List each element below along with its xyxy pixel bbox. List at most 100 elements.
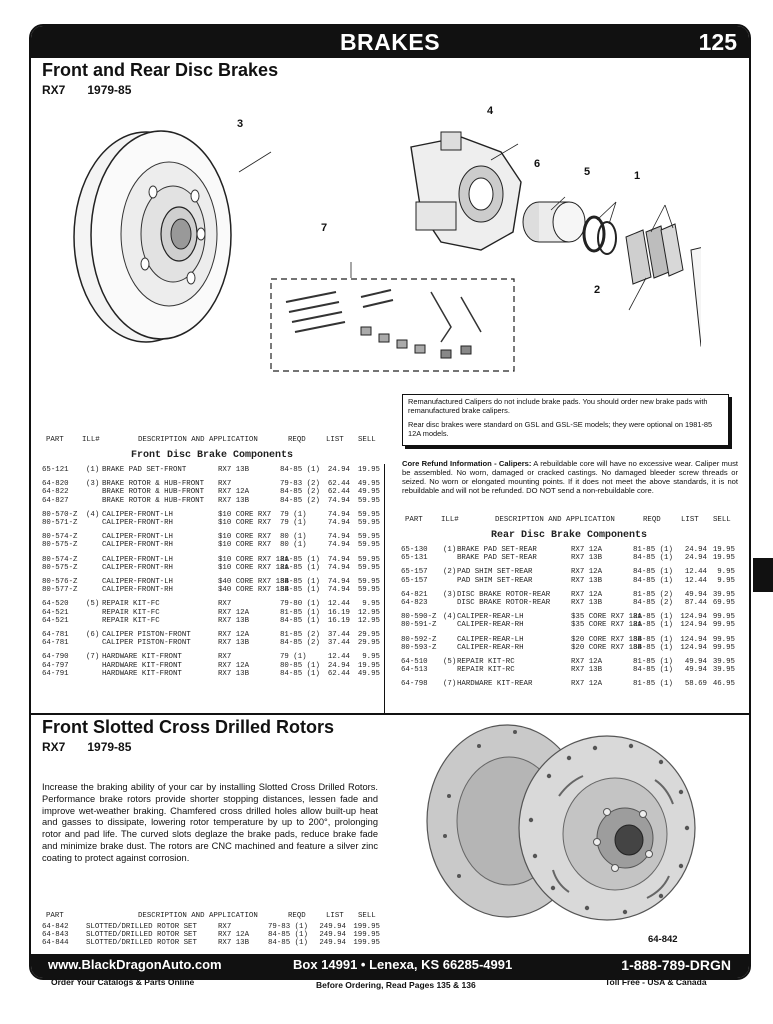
table-row: 65-131 BRAKE PAD SET-REAR RX7 13B 84-85 (1)… — [401, 554, 737, 563]
front-rotor-illustration — [73, 130, 232, 343]
cell-sell: 69.95 — [712, 599, 735, 607]
cell-part: 64-823 — [401, 599, 428, 607]
cell-list: 12.44 — [327, 600, 350, 609]
cell-list: 37.44 — [327, 631, 350, 639]
cell-part: 64-781 — [42, 631, 69, 639]
front-table-subtitle: Front Disc Brake Components — [130, 450, 294, 461]
cell-reqd: 81-85 (1) — [280, 608, 320, 617]
cell-part: 64-520 — [42, 600, 69, 609]
cell-app: RX7 13B — [218, 466, 250, 474]
table-header: PART DESCRIPTION AND APPLICATION REQD LI… — [42, 912, 382, 921]
cell-app: $10 CORE RX7 — [218, 541, 272, 550]
cell-reqd: 80 (1) — [280, 541, 307, 550]
cell-part: 80-590-Z — [401, 613, 437, 622]
cell-reqd: 84-85 (1) — [633, 554, 673, 563]
cell-reqd: 84-85 (2) — [633, 599, 673, 607]
cell-list: 12.44 — [684, 568, 707, 577]
cell-sell: 99.95 — [712, 643, 735, 652]
cell-part: 65-131 — [401, 554, 428, 563]
callout-3: 3 — [237, 118, 244, 130]
core-refund-text: A rebuildable core will have no excessiv… — [402, 459, 738, 495]
cell-app: RX7 13B — [571, 554, 603, 563]
cell-sell: 99.95 — [712, 613, 735, 622]
cell-app: RX7 12A — [571, 658, 603, 666]
website-link[interactable]: www.BlackDragonAuto.com — [48, 957, 222, 972]
cell-desc: BRAKE PAD SET-REAR — [457, 554, 537, 563]
cell-sell: 59.95 — [357, 533, 380, 542]
cell-reqd: 81-85 (2) — [280, 631, 320, 639]
cell-part: 64-843 — [42, 931, 69, 940]
cell-part: 80-577-Z — [42, 586, 78, 595]
rear-components-table: PART ILL# DESCRIPTION AND APPLICATION RE… — [401, 516, 737, 688]
cell-list: 74.94 — [327, 519, 350, 527]
cell-part: 65-130 — [401, 546, 428, 554]
cell-desc: REPAIR KIT-FC — [102, 616, 160, 625]
category-title: BRAKES — [339, 29, 441, 55]
rotor-set-image — [426, 724, 696, 921]
footer-right-note: Toll Free - USA & Canada — [605, 977, 707, 987]
cell-desc: CALIPER-FRONT-RH — [102, 519, 173, 527]
cell-desc: PAD SHIM SET-REAR — [457, 576, 533, 585]
cell-sell: 19.95 — [712, 554, 735, 563]
cell-list: 249.94 — [319, 923, 346, 931]
cell-sell: 59.95 — [357, 510, 380, 519]
cell-part: 80-574-Z — [42, 533, 78, 542]
cell-list: 74.94 — [327, 586, 350, 595]
cell-sell: 19.95 — [357, 466, 380, 474]
callout-6: 6 — [534, 158, 541, 170]
note-paragraph-1: Remanufactured Calipers do not include b… — [408, 397, 708, 415]
cell-reqd: 79-83 (2) — [280, 480, 320, 489]
cell-desc: DISC BRAKE ROTOR-REAR — [457, 599, 551, 607]
cell-app: RX7 12A — [571, 680, 603, 689]
cell-app: $40 CORE RX7 13B — [218, 586, 289, 595]
cell-list: 249.94 — [319, 931, 346, 940]
col-sell: SELL — [358, 436, 376, 444]
cell-app: RX7 — [218, 923, 232, 931]
model-label: RX7 — [42, 83, 66, 97]
cell-reqd: 84-85 (1) — [280, 586, 320, 595]
cell-desc: SLOTTED/DRILLED ROTOR SET — [86, 931, 197, 940]
cell-sell: 49.95 — [357, 480, 380, 489]
cell-ill: (5) — [86, 600, 100, 609]
cell-app: RX7 13B — [218, 616, 250, 625]
cell-app: $20 CORE RX7 13B — [571, 643, 642, 652]
cell-desc: HARDWARE KIT-REAR — [457, 680, 533, 689]
cell-reqd: 84-85 (1) — [268, 939, 308, 948]
years-label: 1979-85 — [87, 740, 132, 754]
col-reqd: REQD — [643, 516, 661, 524]
cell-sell: 39.95 — [712, 590, 735, 599]
cell-part: 64-797 — [42, 661, 69, 670]
cell-sell: 9.95 — [717, 576, 735, 585]
cell-app: RX7 13B — [571, 666, 603, 675]
cell-app: $40 CORE RX7 13B — [218, 578, 289, 586]
mailing-address: Box 14991 • Lenexa, KS 66285-4991 — [293, 957, 513, 972]
cell-sell: 9.95 — [362, 600, 380, 609]
cell-reqd: 81-85 (1) — [633, 658, 673, 666]
col-reqd: REQD — [288, 436, 306, 444]
caliper-illustration — [410, 131, 522, 251]
cell-list: 62.44 — [327, 669, 350, 678]
header-bar: BRAKES 125 — [31, 26, 749, 58]
cell-app: RX7 12A — [571, 546, 603, 554]
cell-list: 49.94 — [684, 658, 707, 666]
cell-desc: CALIPER-REAR-LH — [457, 613, 524, 622]
cell-list: 16.19 — [327, 608, 350, 617]
callout-7: 7 — [321, 222, 328, 234]
cell-reqd: 81-85 (1) — [633, 680, 673, 689]
cell-reqd: 81-85 (1) — [633, 546, 673, 554]
cell-sell: 49.95 — [357, 488, 380, 497]
cell-list: 74.94 — [327, 578, 350, 586]
cell-list: 12.44 — [684, 576, 707, 585]
cell-desc: CALIPER-REAR-LH — [457, 635, 524, 644]
